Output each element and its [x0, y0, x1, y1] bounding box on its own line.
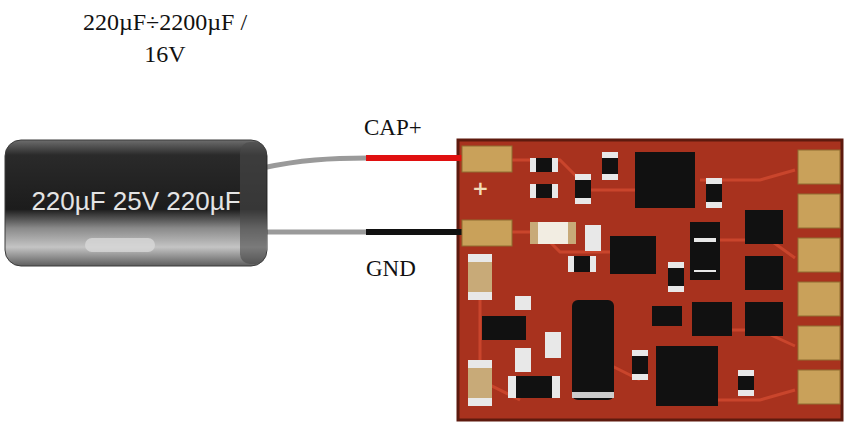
- pcb-components: [468, 152, 783, 406]
- capacitor-lead: [262, 158, 368, 168]
- pin-label: GND: [366, 255, 416, 283]
- capacitor-highlight: [85, 238, 155, 252]
- capacitor-body: [5, 140, 267, 266]
- silkscreen-mark: +: [472, 176, 489, 200]
- pin-label: CAP+: [364, 114, 422, 142]
- capacitor-marking: 220µF 25V 220µF: [31, 186, 240, 217]
- solder-pads: [462, 146, 840, 404]
- capacitor-end: [240, 142, 266, 264]
- pcb-board: [458, 140, 842, 420]
- value-heading: 220µF÷2200µF / 16V: [65, 6, 265, 71]
- capacitor-lead: [262, 230, 368, 235]
